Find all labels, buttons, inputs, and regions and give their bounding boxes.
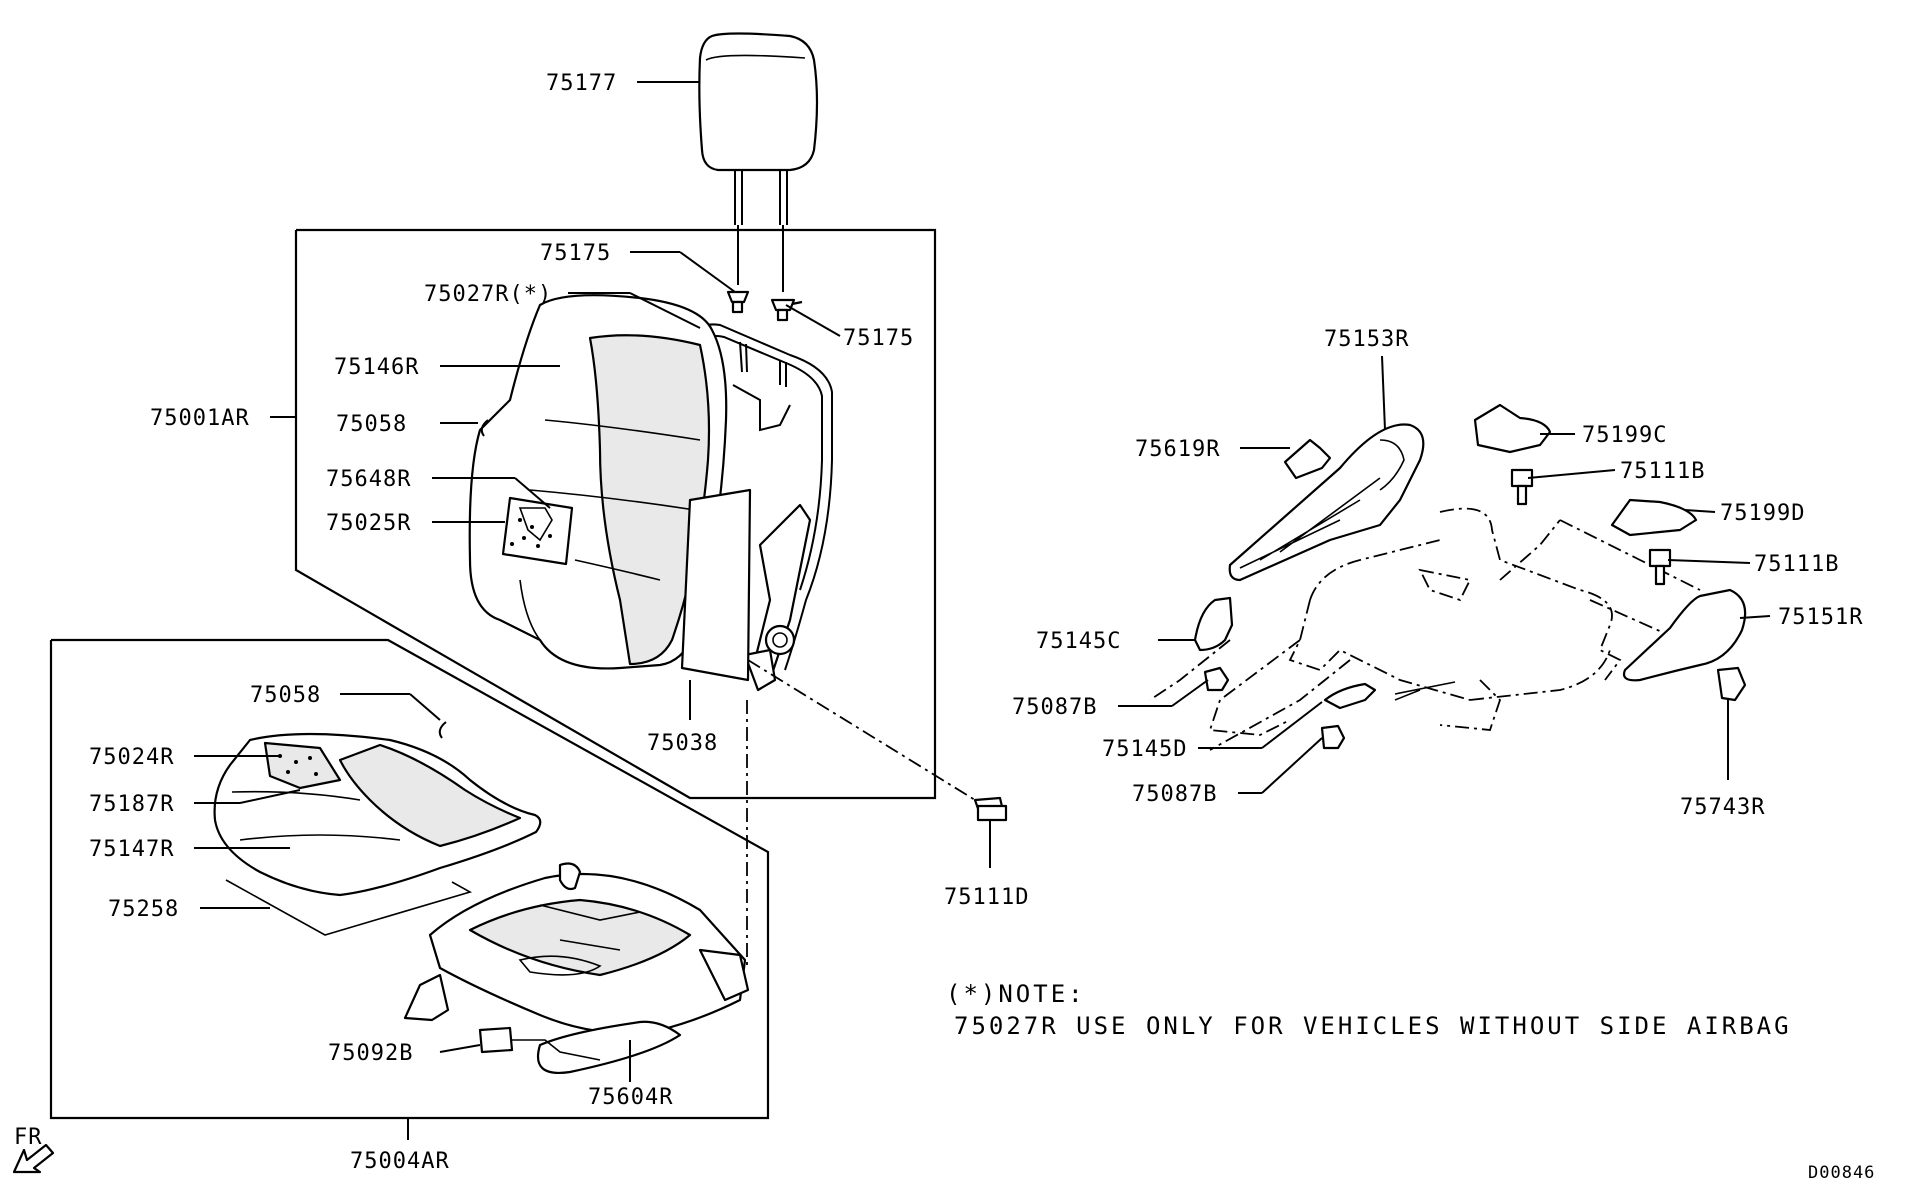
part-labels: 75177 75175 75027R(*) 75175 75146R 75058… bbox=[14, 71, 1863, 1174]
headrest-guide-drawing bbox=[726, 290, 803, 322]
label-75145d: 75145D bbox=[1102, 737, 1187, 762]
clip-75743r-drawing bbox=[1716, 666, 1747, 702]
label-75151r: 75151R bbox=[1778, 605, 1863, 630]
cushion-group-box bbox=[49, 638, 770, 1120]
cover-75145d-drawing bbox=[1323, 682, 1377, 710]
seat-cushion-drawing bbox=[213, 732, 542, 897]
cover-75199c-drawing bbox=[1473, 403, 1552, 454]
label-75087b-lower: 75087B bbox=[1132, 782, 1217, 807]
leader-lines bbox=[194, 81, 1771, 1140]
footnote: (*)NOTE: 75027R USE ONLY FOR VEHICLES WI… bbox=[946, 980, 1792, 1040]
bolt-75111b-drawing bbox=[1510, 468, 1672, 586]
label-75199c: 75199C bbox=[1582, 423, 1667, 448]
cover-75145c-drawing bbox=[1193, 596, 1234, 652]
cover-75199d-drawing bbox=[1610, 498, 1698, 537]
label-75187r: 75187R bbox=[89, 792, 174, 817]
hog-ring-cushion-drawing bbox=[438, 721, 447, 739]
connector-lines bbox=[746, 659, 989, 970]
drawing-code: D00846 bbox=[1808, 1163, 1875, 1183]
label-75004ar: 75004AR bbox=[350, 1149, 450, 1174]
label-75092b: 75092B bbox=[328, 1041, 413, 1066]
front-arrow-icon bbox=[12, 1143, 55, 1174]
knob-75619r-drawing bbox=[1283, 438, 1332, 480]
label-75177: 75177 bbox=[546, 71, 617, 96]
label-75058-cushion: 75058 bbox=[250, 683, 321, 708]
label-75024r: 75024R bbox=[89, 745, 174, 770]
track-frame-drawing bbox=[1149, 507, 1701, 751]
label-75146r: 75146R bbox=[334, 355, 419, 380]
label-75145c: 75145C bbox=[1036, 629, 1121, 654]
label-75175-top: 75175 bbox=[540, 241, 611, 266]
label-75619r: 75619R bbox=[1135, 437, 1220, 462]
outer-shield-drawing bbox=[1622, 588, 1747, 682]
label-75153r: 75153R bbox=[1324, 327, 1409, 352]
heater-pad-drawing bbox=[501, 496, 574, 566]
label-75604r: 75604R bbox=[588, 1085, 673, 1110]
inner-shield-drawing bbox=[1228, 423, 1425, 582]
label-75743r: 75743R bbox=[1680, 795, 1765, 820]
nut-75087b-drawing bbox=[1203, 666, 1346, 750]
label-75175-right: 75175 bbox=[843, 326, 914, 351]
label-75058-back: 75058 bbox=[336, 412, 407, 437]
label-75027r: 75027R(*) bbox=[424, 282, 552, 307]
label-75199d: 75199D bbox=[1720, 501, 1805, 526]
label-75025r: 75025R bbox=[326, 511, 411, 536]
cushion-frame-drawing bbox=[403, 862, 750, 1074]
note-heading: (*)NOTE: bbox=[946, 980, 1086, 1008]
label-75258: 75258 bbox=[108, 897, 179, 922]
back-board-drawing bbox=[680, 488, 752, 682]
label-75111b-upper: 75111B bbox=[1620, 459, 1705, 484]
bolt-75111d-drawing bbox=[973, 796, 1008, 822]
note-text: 75027R USE ONLY FOR VEHICLES WITHOUT SID… bbox=[954, 1012, 1792, 1040]
hog-ring-drawing bbox=[480, 419, 489, 437]
label-75648r: 75648R bbox=[326, 467, 411, 492]
label-75147r: 75147R bbox=[89, 837, 174, 862]
cushion-sheet-drawing bbox=[225, 879, 473, 936]
seatback-group-box bbox=[294, 228, 937, 800]
headrest-drawing bbox=[698, 32, 819, 225]
label-75087b-upper: 75087B bbox=[1012, 695, 1097, 720]
label-fr: FR bbox=[14, 1125, 43, 1150]
label-75111b-lower: 75111B bbox=[1754, 552, 1839, 577]
label-75038: 75038 bbox=[647, 731, 718, 756]
label-75111d: 75111D bbox=[944, 885, 1029, 910]
label-75001ar: 75001AR bbox=[150, 406, 250, 431]
seatback-frame-drawing bbox=[694, 323, 833, 692]
